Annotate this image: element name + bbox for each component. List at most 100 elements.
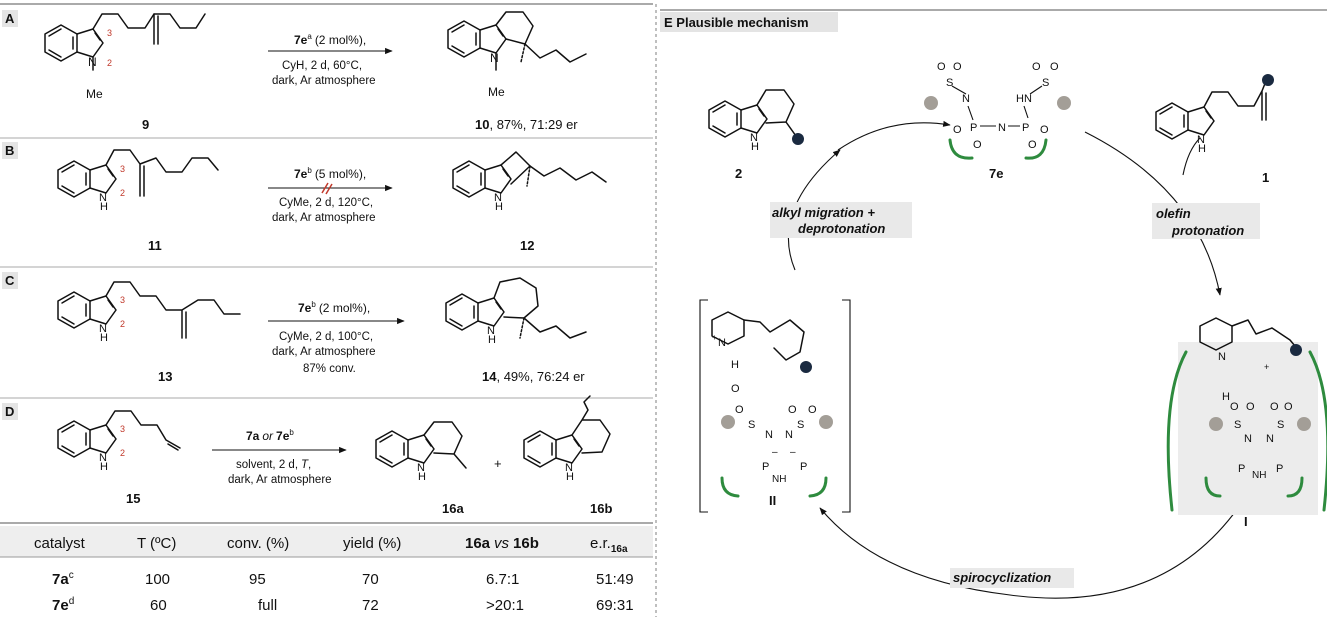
indole-n-b2: N (494, 192, 502, 204)
row-ratio: >20:1 (486, 597, 524, 614)
cycle-arrow-bottom (819, 507, 1239, 599)
position-2-label-c: 2 (120, 319, 125, 329)
row-er: 51:49 (596, 571, 634, 588)
step-alkyl-migration: alkyl migration + (772, 205, 875, 220)
o-atom: O (1270, 401, 1279, 413)
intermediate-ii-structure: N + H O S O O O S N N P P NH – – (699, 299, 851, 513)
o-atom: O (953, 61, 962, 73)
panel-d-conditions-2: dark, Ar atmosphere (228, 474, 332, 486)
h-atom: H (1222, 391, 1230, 403)
indole-h-d: H (100, 461, 108, 473)
p-atom: P (800, 461, 807, 473)
n-atom: N (1244, 433, 1252, 445)
indole-h: H (100, 201, 108, 213)
step-spirocyclization: spirocyclization (953, 570, 1051, 585)
indole-n-2: N (750, 132, 758, 144)
indole-n-b: N (99, 192, 107, 204)
indole-n-16b: N (565, 462, 573, 474)
indole-h-2: H (751, 141, 759, 153)
step-deprotonation: deprotonation (798, 221, 885, 236)
panel-b-catalyst: 7eb(5 mol%), (294, 166, 366, 181)
panel-d-product-16a: H N (375, 421, 467, 483)
panel-c-letter: C (5, 273, 15, 288)
panel-d-substrate-15: H N 3 2 (57, 410, 181, 473)
position-2-label: 2 (107, 58, 112, 68)
indole-n-d: N (99, 452, 107, 464)
panel-b-letter: B (5, 143, 14, 158)
panel-d-conditions-1: solvent, 2 d,T, (236, 459, 311, 471)
n-atom: N (785, 429, 793, 441)
panel-c-conversion: 87% conv. (303, 363, 356, 375)
panel-c-conditions-2: dark, Ar atmosphere (272, 346, 376, 358)
panel-c-substrate-13: H N 3 2 (57, 281, 241, 344)
indole-h-b2: H (495, 201, 503, 213)
n-atom: N (962, 93, 970, 105)
intermediate-i-label: I (1244, 514, 1248, 529)
row-conversion: 95 (249, 571, 266, 588)
methyl-label-product: Me (488, 85, 505, 99)
o-atom: O (735, 404, 744, 416)
plus-charge: + (712, 333, 717, 342)
indole-n-c: N (99, 323, 107, 335)
p-atom: P (762, 461, 769, 473)
compound-9-label: 9 (142, 117, 149, 132)
indole-h-16b: H (566, 471, 574, 483)
panel-a-letter: A (5, 11, 15, 26)
grey-substituent-dot (1297, 417, 1311, 431)
table-header-temperature: T (ºC) (137, 535, 176, 552)
indole-h-c2: H (488, 334, 496, 346)
panel-c-conditions-1: CyMe, 2 d, 100°C, (279, 331, 373, 343)
indole-n-product: N (490, 51, 499, 65)
grey-substituent-dot (924, 96, 938, 110)
indole-h-1: H (1198, 143, 1206, 155)
compound-15-label: 15 (126, 491, 140, 506)
grey-substituent-dot (819, 415, 833, 429)
compound-13-label: 13 (158, 369, 172, 384)
n-atom: N (1218, 351, 1226, 363)
panel-d-letter: D (5, 404, 14, 419)
compound-16a-label: 16a (442, 501, 464, 516)
row-ratio: 6.7:1 (486, 571, 519, 588)
plus-sign-d: + (494, 456, 502, 471)
grey-substituent-dot (721, 415, 735, 429)
position-3-label-b: 3 (120, 164, 125, 174)
n-atom: N (1266, 433, 1274, 445)
s-atom: S (1277, 419, 1284, 431)
indole-n-16a: N (417, 462, 425, 474)
position-2-label-b: 2 (120, 188, 125, 198)
nh-atom: NH (1252, 470, 1266, 481)
compound-12-label: 12 (520, 238, 534, 253)
table-header-catalyst: catalyst (34, 535, 86, 552)
o-atom: O (1230, 401, 1239, 413)
o-atom: O (1050, 61, 1059, 73)
grey-substituent-dot (1057, 96, 1071, 110)
panel-a-conditions-1: CyH, 2 d, 60°C, (282, 60, 362, 72)
grey-substituent-dot (1209, 417, 1223, 431)
substrate-1-label: 1 (1262, 170, 1269, 185)
compound-11-label: 11 (148, 238, 162, 253)
navy-substituent-dot (792, 133, 804, 145)
o-atom: O (973, 139, 982, 151)
o-atom: O (788, 404, 797, 416)
catalyst-7e-label: 7e (989, 166, 1003, 181)
panel-a-substrate-9: N Me 3 2 (44, 13, 206, 101)
table-header-er: e.r.16a (590, 535, 628, 555)
substrate-entry-arc (1182, 137, 1201, 176)
nh-atom: NH (772, 474, 786, 485)
o-atom: O (937, 61, 946, 73)
navy-substituent-dot (800, 361, 812, 373)
o-atom: O (953, 124, 962, 136)
table-header-yield: yield (%) (343, 535, 401, 552)
indole-n: N (88, 55, 97, 69)
mechanism-title: E Plausible mechanism (664, 15, 809, 30)
s-atom: S (1234, 419, 1241, 431)
table-row: 7ed 60 full 72 >20:1 69:31 (52, 596, 634, 614)
product-2-label: 2 (735, 166, 742, 181)
n-atom: N (998, 122, 1006, 134)
indole-h-16a: H (418, 471, 426, 483)
position-2-label-d: 2 (120, 448, 125, 458)
